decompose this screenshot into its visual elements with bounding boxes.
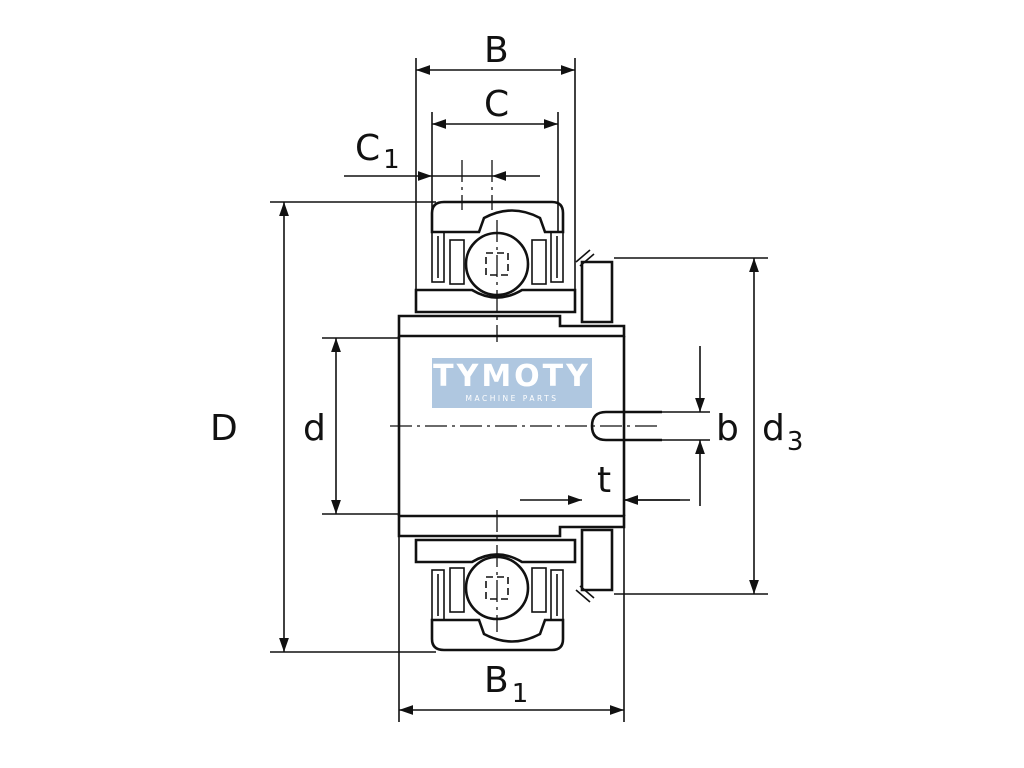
label-D: D — [210, 408, 238, 449]
lower-inner-ring — [414, 538, 577, 564]
label-d3: d3 — [762, 408, 803, 457]
upper-sleeve — [397, 314, 626, 338]
label-d: d — [303, 408, 326, 449]
watermark-tagline: MACHINE PARTS — [465, 394, 559, 403]
extension-lines — [270, 58, 768, 722]
label-b: b — [716, 408, 739, 449]
watermark-brand: TYMOTY — [433, 359, 591, 394]
label-B: B — [484, 30, 509, 71]
dimension-lines — [279, 65, 759, 715]
label-C: C — [484, 84, 509, 125]
upper-ball-cage — [449, 239, 547, 285]
label-t: t — [597, 460, 611, 501]
upper-inner-ring — [414, 288, 577, 314]
lower-sleeve — [397, 514, 626, 538]
upper-locking-collar — [575, 249, 614, 324]
upper-outer-ring — [430, 200, 565, 234]
lower-outer-ring — [430, 618, 565, 652]
lower-locking-collar — [575, 528, 614, 603]
watermark-logo: TYMOTY MACHINE PARTS — [432, 358, 592, 408]
upper-seal — [431, 231, 564, 283]
lower-ball-cage — [449, 567, 547, 613]
